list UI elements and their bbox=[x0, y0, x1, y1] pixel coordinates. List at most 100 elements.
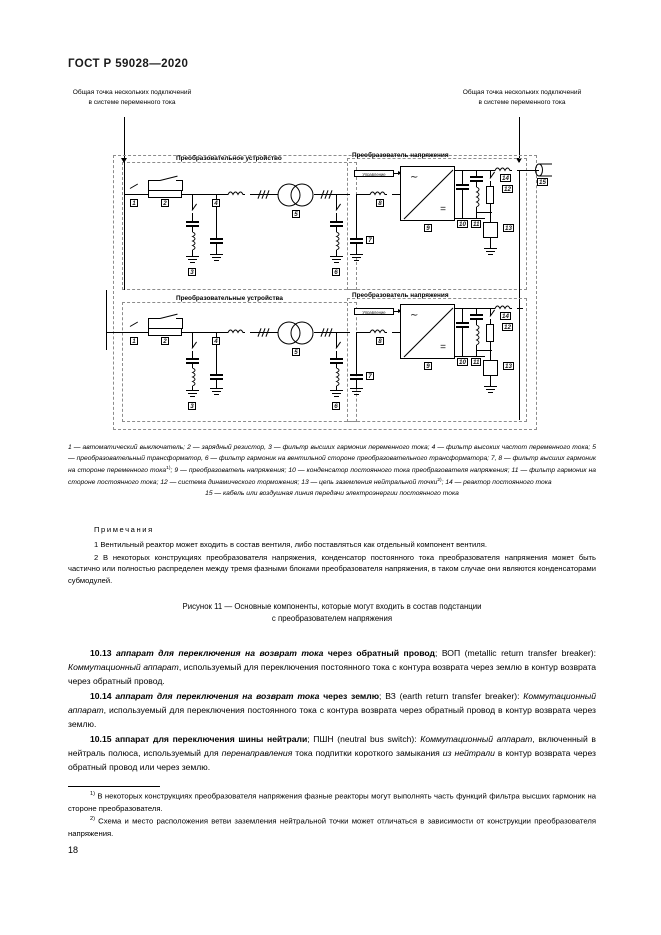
filter-7b-drop bbox=[356, 332, 357, 374]
converter-dc-symbol: = bbox=[440, 204, 446, 215]
clause-10-15: 10.15 аппарат для переключения шины нейт… bbox=[68, 732, 596, 774]
filter-7-gnd2 bbox=[352, 257, 361, 258]
cap-10b-p2 bbox=[456, 326, 469, 328]
filter-4b-gnd1 bbox=[210, 388, 223, 389]
legend-part-2b: преобразовательного трансформатора; 7, 8… bbox=[355, 454, 541, 462]
grounding-13b-gnd2 bbox=[486, 389, 495, 390]
cap-10-top bbox=[462, 170, 463, 184]
component-number-10: 10 bbox=[457, 220, 468, 228]
legend-part-5b: ; 12 — система динамического торможения;… bbox=[156, 479, 438, 486]
clause-10-14: 10.14 аппарат для переключения на возвра… bbox=[68, 689, 596, 731]
filter-6b-gnd3 bbox=[334, 396, 339, 397]
component-number-12b: 12 bbox=[502, 323, 513, 331]
filter-4-cap-p1 bbox=[210, 238, 223, 240]
clause-1015-def-italic-2: перенаправления bbox=[221, 748, 293, 758]
converter-ac-symbol: ∼ bbox=[410, 172, 419, 183]
dc-cable-15-icon bbox=[535, 163, 552, 177]
component-number-4: 4 bbox=[212, 199, 220, 207]
clause-1013-term-2: через обратный провод bbox=[323, 648, 435, 658]
grounding-13b-box bbox=[483, 360, 498, 376]
dc-line-to-bus-bottom bbox=[517, 308, 523, 309]
filter-7b-gnd3 bbox=[354, 394, 359, 395]
block2-voltage-converter-frame bbox=[347, 298, 527, 422]
block2-converter-unit-title: Преобразовательные устройства bbox=[176, 295, 283, 302]
filter-3b-drop2 bbox=[192, 351, 193, 358]
filter-6-mid bbox=[336, 227, 337, 232]
brake-12-resistor bbox=[486, 186, 494, 204]
resistor-2b-left-riser bbox=[148, 318, 149, 329]
component-number-11: 11 bbox=[471, 220, 482, 228]
component-number-9: 9 bbox=[424, 224, 432, 232]
clause-1013-term-italic: тока bbox=[301, 648, 324, 658]
note-item-1: 1 Вентильный реактор может входить в сос… bbox=[94, 539, 487, 549]
component-number-14b: 14 bbox=[500, 312, 511, 320]
clause-1015-separator: ; ПШН (neutral bus switch): bbox=[307, 734, 421, 744]
legend-part-3i: высших гармоник на стороне bbox=[68, 454, 596, 474]
footnote-2-text: Схема и место расположения ветви заземле… bbox=[68, 817, 596, 838]
component-number-5b: 5 bbox=[292, 348, 300, 356]
bus-right bbox=[519, 170, 520, 420]
phase-reactor-icon-bottom bbox=[226, 329, 245, 334]
transformer-5b-icon bbox=[277, 321, 314, 345]
resistor-2b-body bbox=[148, 328, 182, 336]
filter-4-gnd1 bbox=[210, 254, 223, 255]
resistor-2b-bypass-top bbox=[148, 318, 160, 319]
component-number-7b: 7 bbox=[366, 372, 374, 380]
filter-4-cap-p2 bbox=[210, 242, 223, 244]
cap-10-p1 bbox=[456, 184, 469, 186]
phase-reactor-8b-icon bbox=[368, 329, 387, 334]
legend-footnote-ref-1: 1) bbox=[166, 465, 171, 471]
figure-legend: 1 — автоматический выключатель; 2 — заря… bbox=[68, 443, 596, 500]
component-number-7: 7 bbox=[366, 236, 374, 244]
component-number-1: 1 bbox=[130, 199, 138, 207]
filter-6b-inductor-icon bbox=[335, 368, 340, 386]
filter-7b-gnd1 bbox=[350, 388, 363, 389]
ac-line-bottom-5 bbox=[356, 332, 368, 333]
filter-6b-mid bbox=[336, 364, 337, 368]
filter-7-drop bbox=[356, 194, 357, 238]
grounding-13b-gnd3 bbox=[488, 392, 493, 393]
callout-right-text: Общая точка нескольких подключений в сис… bbox=[462, 89, 582, 106]
filter-11b-mid bbox=[476, 320, 477, 325]
filter-6b-cap-p2 bbox=[330, 362, 343, 364]
brake-12b-bottom bbox=[490, 342, 491, 350]
component-number-3: 3 bbox=[188, 268, 196, 276]
filter-4b-cap-p1 bbox=[210, 374, 223, 376]
filter-3-drop bbox=[192, 194, 193, 210]
filter-6-inductor-icon bbox=[335, 232, 340, 250]
brake-12b-mid bbox=[490, 319, 491, 324]
callout-right-arrow-icon bbox=[516, 158, 522, 163]
clause-1014-number: 10.14 bbox=[90, 691, 116, 701]
footnote-2: 2) Схема и место расположения ветви зазе… bbox=[68, 815, 596, 839]
filter-6-cap-p1 bbox=[330, 221, 343, 223]
filter-6b-gnd2 bbox=[332, 393, 341, 394]
ac-line-bottom-6 bbox=[392, 332, 400, 333]
filter-6-drop2 bbox=[336, 213, 337, 221]
dc-reactor-14-icon bbox=[493, 167, 512, 172]
clause-1015-number: 10.15 bbox=[90, 734, 116, 744]
filter-7b-bottom bbox=[356, 380, 357, 388]
bus-left-bottom bbox=[106, 290, 107, 350]
clause-10-13: 10.13 аппарат для переключения на возвра… bbox=[68, 646, 596, 688]
resistor-2-left-riser bbox=[148, 180, 149, 191]
clause-1014-def-italic: Коммутационный аппарат bbox=[68, 691, 596, 715]
legend-part-6b: ; 14 — реактор постоянного тока bbox=[441, 479, 552, 486]
filter-11-top bbox=[476, 170, 477, 176]
component-number-3b: 3 bbox=[188, 402, 196, 410]
ac-line-top-4 bbox=[314, 194, 350, 195]
component-number-5: 5 bbox=[292, 210, 300, 218]
filter-6b-bottom bbox=[336, 386, 337, 390]
block2-converter-unit-frame bbox=[122, 302, 357, 422]
dc-line-to-bus bbox=[517, 170, 539, 171]
filter-3b-cap-p2 bbox=[186, 362, 199, 364]
resistor-2-right-riser bbox=[182, 180, 183, 191]
grounding-13-bottom bbox=[490, 238, 491, 248]
filter-6b-cap-p1 bbox=[330, 358, 343, 360]
ac-line-top-6 bbox=[392, 194, 400, 195]
filter-3b-bottom bbox=[192, 386, 193, 390]
legend-footnote-ref-2: 2) bbox=[437, 477, 442, 483]
note-item-2: 2 В некоторых конструкциях преобразовате… bbox=[68, 552, 596, 586]
component-number-2: 2 bbox=[161, 199, 169, 207]
grounding-13b-bottom bbox=[490, 376, 491, 386]
filter-7b-cap-p2 bbox=[350, 378, 363, 380]
